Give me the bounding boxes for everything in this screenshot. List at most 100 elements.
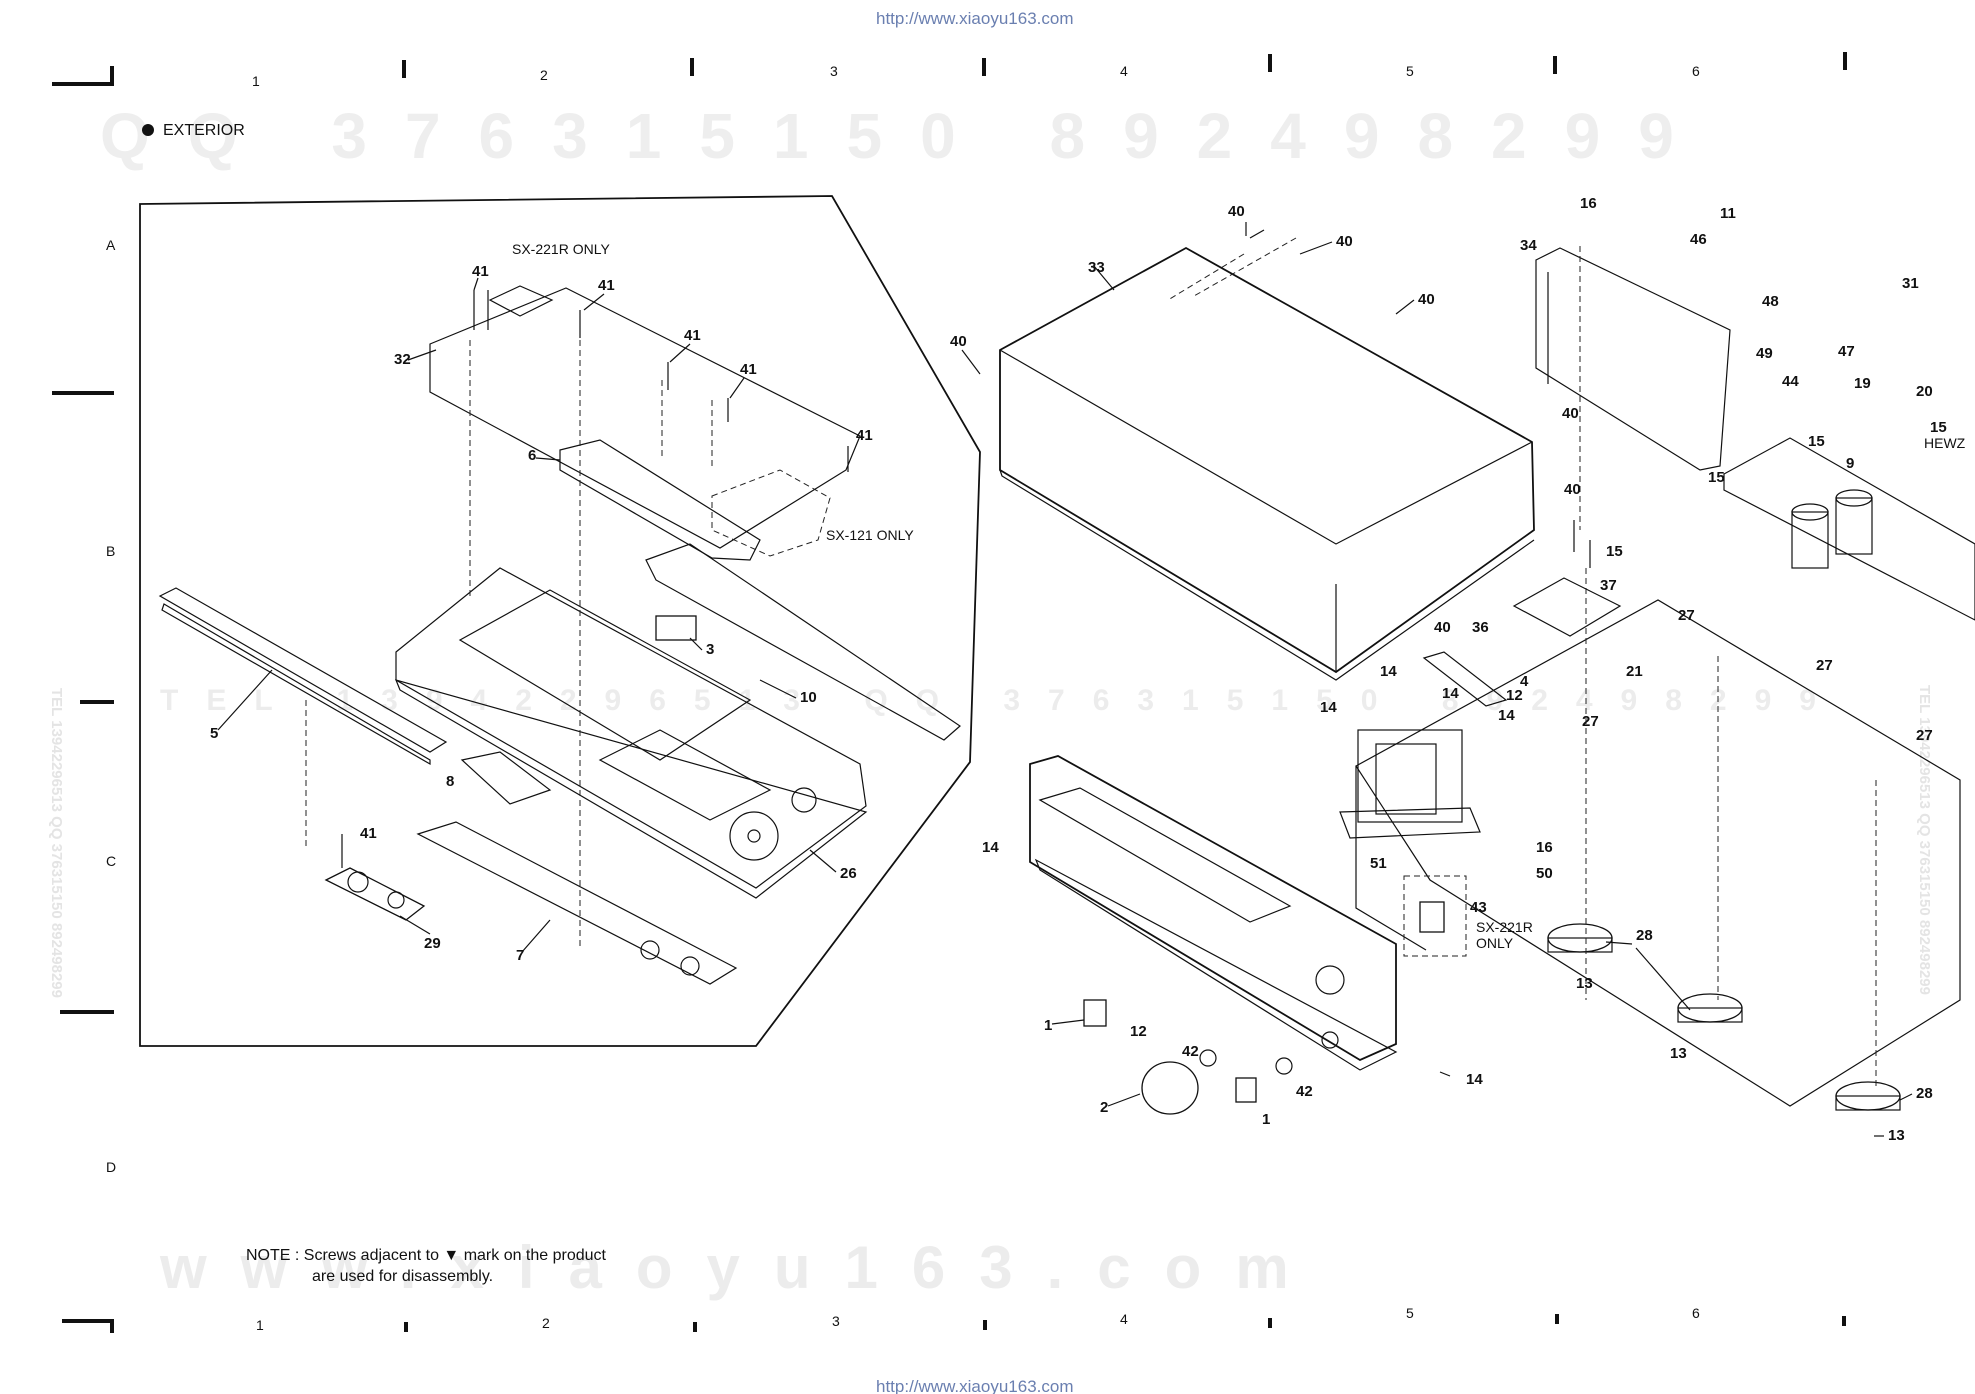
svg-text:2: 2 — [542, 1315, 550, 1331]
corner-mark-top-left — [52, 66, 114, 86]
disassembly-note-line2: are used for disassembly. — [312, 1268, 493, 1285]
svg-text:29: 29 — [424, 935, 441, 952]
svg-text:26: 26 — [840, 865, 857, 882]
svg-text:14: 14 — [1442, 685, 1459, 702]
part-1-knob-a — [1083, 999, 1107, 1027]
svg-text:27: 27 — [1816, 657, 1833, 674]
svg-text:46: 46 — [1690, 231, 1707, 248]
part-36-pcb — [1422, 651, 1508, 707]
svg-text:8: 8 — [446, 773, 454, 790]
svg-text:1: 1 — [1044, 1017, 1052, 1034]
svg-text:42: 42 — [1296, 1083, 1313, 1100]
svg-text:44: 44 — [1782, 373, 1799, 390]
part-10-rail — [645, 543, 961, 741]
svg-text:10: 10 — [800, 689, 817, 706]
inset-frame — [139, 195, 981, 1047]
callout-labels: 41 41 41 41 41 41 32 6 3 10 5 8 26 29 7 … — [210, 195, 1947, 1144]
svg-text:41: 41 — [856, 427, 873, 444]
svg-text:36: 36 — [1472, 619, 1489, 636]
svg-text:41: 41 — [360, 825, 377, 842]
svg-text:15: 15 — [1808, 433, 1825, 450]
svg-text:19: 19 — [1854, 375, 1871, 392]
svg-text:14: 14 — [1320, 699, 1337, 716]
svg-text:5: 5 — [1406, 63, 1414, 79]
part-1-knob-b — [1235, 1077, 1257, 1103]
svg-text:C: C — [106, 853, 116, 869]
column-labels-top: 1 2 3 4 5 6 — [252, 63, 1700, 89]
part-32-pcb — [429, 287, 861, 549]
svg-text:3: 3 — [706, 641, 714, 658]
svg-text:14: 14 — [1466, 1071, 1483, 1088]
svg-text:33: 33 — [1088, 259, 1105, 276]
svg-text:20: 20 — [1916, 383, 1933, 400]
volume-knob-socket — [1315, 965, 1345, 995]
svg-text:40: 40 — [1228, 203, 1245, 220]
svg-text:47: 47 — [1838, 343, 1855, 360]
svg-text:B: B — [106, 543, 115, 559]
svg-text:28: 28 — [1916, 1085, 1933, 1102]
part-34-heatsink — [1535, 247, 1731, 471]
svg-text:41: 41 — [472, 263, 489, 280]
knobs — [1083, 999, 1293, 1115]
disassembly-note-line1: NOTE : Screws adjacent to ▼ mark on the … — [246, 1247, 607, 1264]
svg-text:40: 40 — [1434, 619, 1451, 636]
part-42-nut-a — [1199, 1049, 1217, 1067]
svg-text:21: 21 — [1626, 663, 1643, 680]
corner-mark-bottom-left — [62, 1319, 114, 1333]
svg-text:40: 40 — [1418, 291, 1435, 308]
svg-text:D: D — [106, 1159, 116, 1175]
svg-text:28: 28 — [1636, 927, 1653, 944]
row-ticks — [52, 391, 114, 1014]
svg-text:2: 2 — [1100, 1099, 1108, 1116]
svg-text:5: 5 — [1406, 1305, 1414, 1321]
svg-text:3: 3 — [830, 63, 838, 79]
svg-text:15: 15 — [1606, 543, 1623, 560]
part-2-volume-knob — [1141, 1061, 1199, 1115]
svg-text:2: 2 — [540, 67, 548, 83]
part-7-window — [416, 821, 738, 985]
main-guide-lines — [1167, 237, 1877, 1090]
svg-text:SX-221R: SX-221R — [1476, 919, 1533, 935]
svg-text:11: 11 — [1720, 205, 1736, 222]
svg-text:1: 1 — [1262, 1111, 1270, 1128]
svg-text:7: 7 — [516, 947, 524, 964]
svg-text:3: 3 — [832, 1313, 840, 1329]
svg-text:6: 6 — [1692, 63, 1700, 79]
part-51-transformer — [1357, 729, 1463, 823]
watermark-side-left: TEL 13942296513 QQ 376315150 892498299 — [48, 688, 65, 998]
svg-text:31: 31 — [1902, 275, 1919, 292]
svg-text:42: 42 — [1182, 1043, 1199, 1060]
variant-notes: SX-221R ONLY SX-121 ONLY SX-221R ONLY HE… — [512, 241, 1966, 951]
leader-lines — [217, 222, 1913, 1137]
svg-text:14: 14 — [1380, 663, 1397, 680]
svg-text:27: 27 — [1582, 713, 1599, 730]
svg-text:12: 12 — [1130, 1023, 1147, 1040]
svg-text:16: 16 — [1580, 195, 1597, 212]
svg-text:6: 6 — [528, 447, 536, 464]
svg-text:27: 27 — [1678, 607, 1695, 624]
part-5-key-strip — [158, 587, 448, 753]
column-ticks-bottom — [404, 1314, 1846, 1332]
chassis-bottom — [1355, 599, 1961, 1107]
svg-text:50: 50 — [1536, 865, 1553, 882]
svg-text:48: 48 — [1762, 293, 1779, 310]
svg-text:13: 13 — [1670, 1045, 1687, 1062]
watermark-side-right: TEL 13942296513 QQ 376315150 892498299 — [1916, 685, 1933, 995]
bullet-icon — [142, 124, 154, 136]
svg-text:15: 15 — [1708, 469, 1725, 486]
svg-text:15: 15 — [1930, 419, 1947, 436]
svg-text:41: 41 — [598, 277, 615, 294]
svg-text:13: 13 — [1888, 1127, 1905, 1144]
svg-text:41: 41 — [740, 361, 757, 378]
svg-text:5: 5 — [210, 725, 218, 742]
svg-text:4: 4 — [1120, 1311, 1128, 1327]
footer-url: http://www.xiaoyu163.com — [876, 1377, 1073, 1394]
svg-text:37: 37 — [1600, 577, 1617, 594]
svg-text:SX-121 ONLY: SX-121 ONLY — [826, 527, 914, 543]
svg-text:4: 4 — [1520, 673, 1529, 690]
svg-text:14: 14 — [1498, 707, 1515, 724]
part-37-pcb — [1512, 577, 1622, 637]
svg-text:32: 32 — [394, 351, 411, 368]
svg-text:40: 40 — [1564, 481, 1581, 498]
